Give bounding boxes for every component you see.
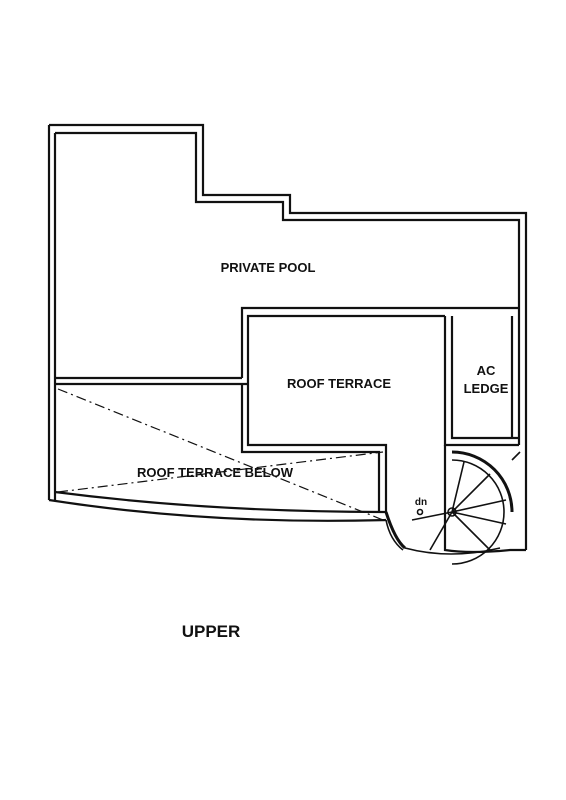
private-pool-label: PRIVATE POOL [221, 260, 316, 275]
spiral-stair [384, 450, 521, 565]
diagonal-dash-lines [57, 388, 384, 521]
outer-wall [47, 123, 528, 550]
roof-terrace-walls [55, 306, 526, 554]
level-title: UPPER [182, 622, 241, 641]
stair-down-label: dn [415, 497, 427, 508]
ac-ledge-label-line2: LEDGE [464, 381, 509, 396]
roof-terrace-below-label: ROOF TERRACE BELOW [137, 465, 294, 480]
roof-terrace-label: ROOF TERRACE [287, 376, 391, 391]
ac-ledge-label-line1: AC [477, 363, 496, 378]
